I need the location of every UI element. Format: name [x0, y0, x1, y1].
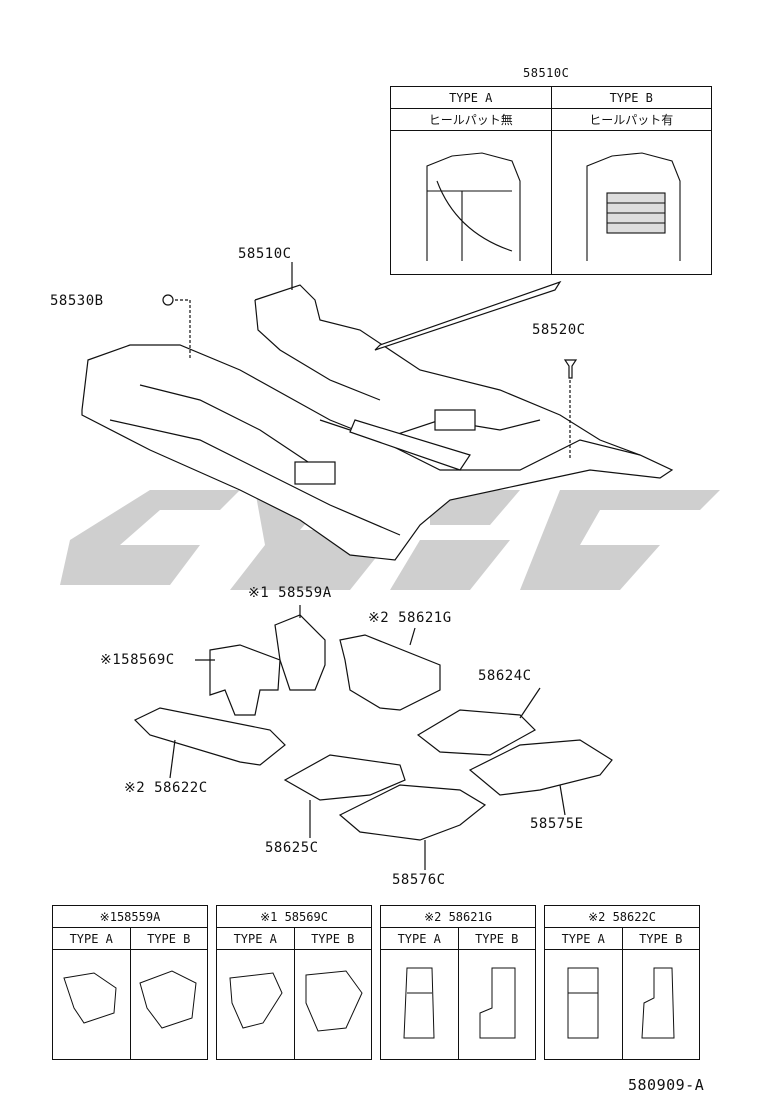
label-58520c: 58520C	[532, 322, 586, 338]
bottom-58622c-a-image	[544, 949, 623, 1060]
figure-code: 580909-A	[628, 1076, 705, 1094]
bottom-58621g-a-image	[380, 949, 459, 1060]
bottom-58559a-a-image	[52, 949, 131, 1060]
bottom-58621g-b-image	[457, 949, 536, 1060]
top-desc-a: ヒールパット無	[390, 108, 552, 131]
label-58575e: 58575E	[530, 816, 584, 832]
top-type-b-image	[550, 130, 712, 275]
label-58510c: 58510C	[238, 246, 292, 262]
label-58559a: ※1 58559A	[248, 585, 332, 601]
bottom-58559a-b-image	[129, 949, 208, 1060]
label-58622c: ※2 58622C	[124, 780, 208, 796]
part-58624c	[416, 709, 536, 756]
top-type-b: TYPE B	[550, 86, 712, 109]
bottom-58622c-b-image	[621, 949, 700, 1060]
part-58559a	[274, 614, 326, 691]
label-58530b: 58530B	[50, 293, 104, 309]
label-58621g: ※2 58621G	[368, 610, 452, 626]
top-type-a: TYPE A	[390, 86, 552, 109]
part-58622c	[133, 707, 286, 766]
bottom-58569c-a-image	[216, 949, 295, 1060]
top-table-part: 58510C	[523, 66, 570, 80]
main-carpet	[81, 344, 674, 561]
label-58576c: 58576C	[392, 872, 446, 888]
part-58621g	[339, 634, 441, 711]
bottom-58569c-b-image	[293, 949, 372, 1060]
top-type-table: TYPE A TYPE B ヒールパット無 ヒールパット有	[390, 86, 712, 275]
part-58575e	[468, 739, 613, 796]
part-58625c	[283, 754, 406, 801]
top-type-a-image	[390, 130, 552, 275]
part-58569c	[209, 644, 281, 716]
label-58569c: ※158569C	[100, 652, 175, 668]
top-desc-b: ヒールパット有	[550, 108, 712, 131]
part-58576c	[338, 784, 487, 841]
label-58625c: 58625C	[265, 840, 319, 856]
label-58624c: 58624C	[478, 668, 532, 684]
